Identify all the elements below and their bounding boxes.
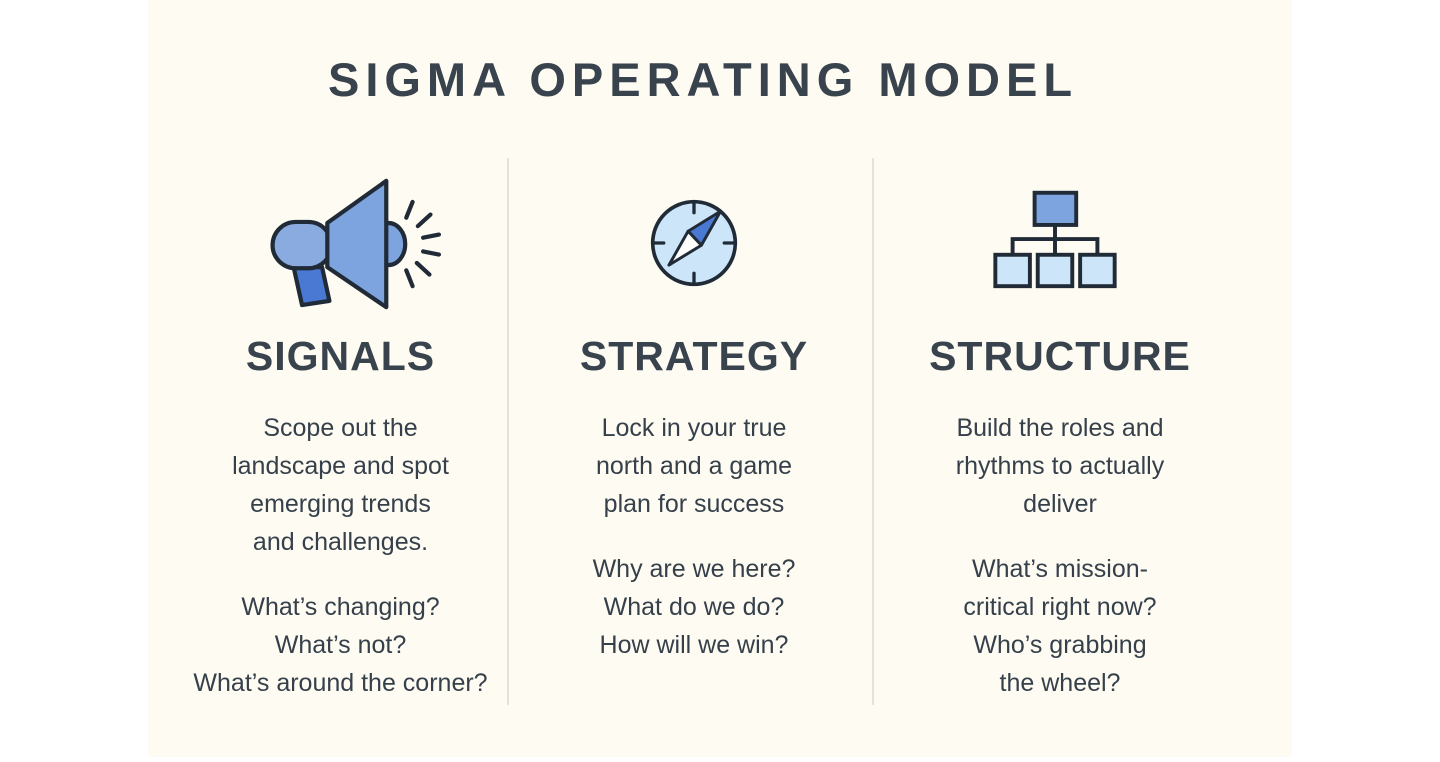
structure-questions: What’s mission- critical right now? Who’… xyxy=(963,555,1157,697)
org-chart-child-box xyxy=(1035,252,1074,289)
megaphone-mouthpiece xyxy=(269,219,334,270)
strategy-description: Lock in your true north and a game plan … xyxy=(596,414,792,518)
megaphone-cone xyxy=(324,178,388,309)
compass-icon xyxy=(650,199,738,287)
sound-lines xyxy=(403,199,441,288)
org-chart-child-box xyxy=(1077,252,1117,289)
signals-heading: SIGNALS xyxy=(245,333,436,379)
column-strategy: STRATEGY Lock in your true north and a g… xyxy=(507,158,874,705)
org-chart-child-box xyxy=(992,252,1032,289)
compass-needle-south xyxy=(667,229,703,267)
org-chart-icon xyxy=(992,190,1117,289)
megaphone-handle xyxy=(291,264,332,307)
column-signals: SIGNALS Scope out the landscape and spot… xyxy=(148,158,507,705)
strategy-heading: STRATEGY xyxy=(579,333,809,379)
page-title: SIGMA OPERATING MODEL xyxy=(327,53,1079,106)
org-chart-parent-box xyxy=(1032,190,1078,227)
signals-icon-area xyxy=(174,158,507,328)
compass-ticks xyxy=(652,201,736,285)
signals-questions: What’s changing? What’s not? What’s arou… xyxy=(193,593,488,697)
signals-description: Scope out the landscape and spot emergin… xyxy=(232,414,449,556)
infographic-panel: SIGMA OPERATING MODEL xyxy=(148,0,1292,757)
megaphone-icon xyxy=(269,178,441,309)
org-chart-connectors xyxy=(1010,224,1099,255)
columns-row: SIGNALS Scope out the landscape and spot… xyxy=(148,158,1292,705)
strategy-questions: Why are we here? What do we do? How will… xyxy=(592,555,796,659)
structure-icon-area xyxy=(874,158,1246,328)
column-structure: STRUCTURE Build the roles and rhythms to… xyxy=(874,158,1292,705)
structure-heading: STRUCTURE xyxy=(929,333,1191,379)
structure-description: Build the roles and rhythms to actually … xyxy=(955,414,1165,518)
strategy-icon-area xyxy=(516,158,872,328)
